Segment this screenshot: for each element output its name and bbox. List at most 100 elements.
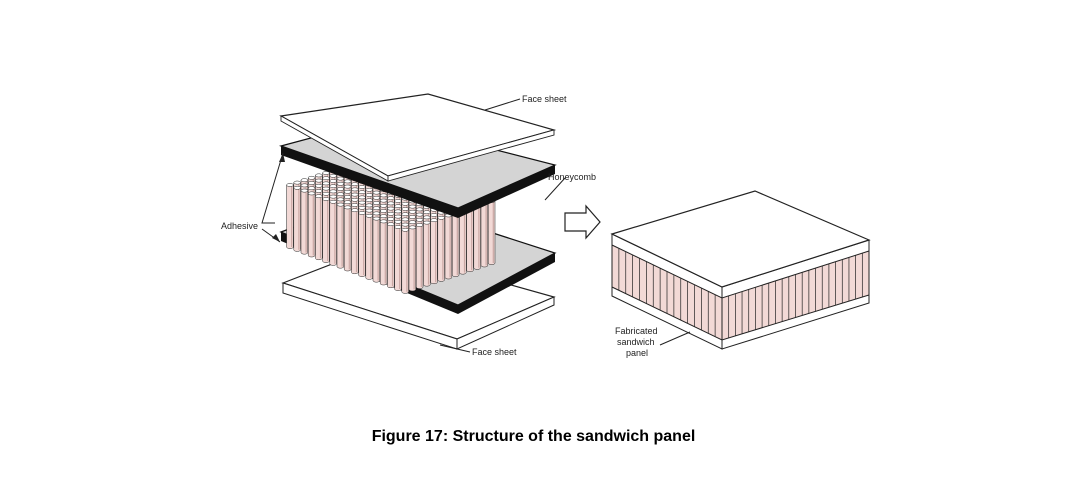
honeycomb-cell-top xyxy=(394,209,402,214)
honeycomb-cell-top xyxy=(365,187,373,192)
honeycomb-cell-top xyxy=(401,227,409,232)
honeycomb-cell-top xyxy=(423,220,431,225)
honeycomb-cell-top xyxy=(351,182,359,187)
fabricated-panel xyxy=(610,190,871,350)
honeycomb-cell-top xyxy=(351,208,359,213)
label-adhesive: Adhesive xyxy=(221,221,258,231)
honeycomb-cell-top xyxy=(401,217,409,222)
honeycomb-cell-top xyxy=(415,207,424,212)
honeycomb-cell-top xyxy=(372,195,381,200)
honeycomb-cell-top xyxy=(343,205,352,210)
label-fabricated-line2: sandwich xyxy=(617,337,655,347)
honeycomb-cell-top xyxy=(293,185,301,190)
honeycomb-cell xyxy=(466,207,474,273)
honeycomb-cell-top xyxy=(437,215,445,220)
honeycomb-cell-top xyxy=(322,181,330,186)
honeycomb-cell-top xyxy=(394,204,402,209)
honeycomb-cell-top xyxy=(343,179,352,184)
honeycomb-cell-top xyxy=(307,191,316,196)
honeycomb-cell-top xyxy=(315,189,323,193)
honeycomb-cell-top xyxy=(351,187,359,192)
honeycomb-cell-top xyxy=(329,173,337,178)
label-face-sheet-top: Face sheet xyxy=(522,94,567,104)
honeycomb-cell-top xyxy=(379,203,388,208)
honeycomb-cell-top xyxy=(387,211,395,216)
honeycomb-cell-top xyxy=(365,193,373,197)
honeycomb-cell-top xyxy=(379,214,388,219)
honeycomb-cell-top xyxy=(372,190,381,195)
honeycomb-cell-top xyxy=(300,183,309,188)
honeycomb-cell-top xyxy=(343,195,352,199)
honeycomb-cell-top xyxy=(394,225,402,229)
honeycomb-cell-top xyxy=(351,197,359,202)
honeycomb-cell xyxy=(286,184,294,249)
honeycomb-cell-top xyxy=(372,206,381,211)
honeycomb-cell xyxy=(379,221,388,286)
honeycomb-cell-top xyxy=(343,184,352,189)
honeycomb-cell-top xyxy=(322,191,330,196)
honeycomb-cell-top xyxy=(336,202,345,207)
honeycomb-cell-top xyxy=(351,203,359,207)
honeycomb-cell xyxy=(473,205,481,270)
honeycomb-cell xyxy=(394,226,402,291)
honeycomb-cell xyxy=(444,215,453,280)
honeycomb-cell xyxy=(322,198,330,263)
honeycomb-cell-top xyxy=(408,209,417,214)
figure-caption: Figure 17: Structure of the sandwich pan… xyxy=(371,428,696,445)
honeycomb-cell xyxy=(336,204,345,269)
honeycomb-cell-top xyxy=(379,219,388,224)
honeycomb-cell-top xyxy=(430,218,438,223)
honeycomb-cell xyxy=(423,222,431,287)
honeycomb-cell-top xyxy=(394,199,402,203)
honeycomb-cell-top xyxy=(408,225,417,230)
honeycomb-cell-top xyxy=(365,208,373,213)
honeycomb-cell xyxy=(408,227,417,292)
honeycomb-cell-top xyxy=(423,215,431,220)
honeycomb-cell-top xyxy=(408,220,417,225)
honeycomb-cell xyxy=(415,224,424,289)
honeycomb-cell-top xyxy=(387,201,395,206)
honeycomb-cell xyxy=(387,223,395,289)
honeycomb-cell xyxy=(451,212,460,277)
honeycomb-cell-top xyxy=(365,203,373,208)
honeycomb-cell-top xyxy=(379,193,388,198)
honeycomb-cell-top xyxy=(300,188,309,193)
honeycomb-cell-top xyxy=(307,175,316,180)
honeycomb-cell xyxy=(430,219,438,285)
honeycomb-cell xyxy=(300,190,309,255)
honeycomb-cell-top xyxy=(372,201,381,205)
honeycomb-cell-top xyxy=(315,178,323,183)
honeycomb-cell xyxy=(459,210,467,275)
leader-honeycomb xyxy=(544,177,566,201)
honeycomb-cell-top xyxy=(307,181,316,185)
arrow-icon xyxy=(564,204,601,240)
honeycomb-cell xyxy=(487,200,496,265)
honeycomb-cell-top xyxy=(329,189,337,194)
honeycomb-cell-top xyxy=(408,215,417,219)
honeycomb-cell-top xyxy=(343,189,352,194)
honeycomb-cell-top xyxy=(336,181,345,186)
honeycomb-cell xyxy=(401,229,409,294)
honeycomb-cell-top xyxy=(358,211,366,215)
leader-adhesive-top xyxy=(261,152,284,224)
honeycomb-cell-top xyxy=(322,176,330,181)
honeycomb-cell-top xyxy=(343,200,352,205)
honeycomb-cell-top xyxy=(315,183,323,188)
honeycomb-cell xyxy=(437,217,445,282)
honeycomb-cell-top xyxy=(336,176,345,181)
honeycomb-cell-top xyxy=(401,207,409,211)
panel-core-cells xyxy=(618,248,863,338)
honeycomb-cell xyxy=(343,207,352,272)
honeycomb-cell-top xyxy=(358,200,366,205)
label-fabricated-line3: panel xyxy=(626,348,648,358)
top-face-sheet xyxy=(279,93,557,182)
honeycomb-cell-top xyxy=(322,171,330,175)
honeycomb-cell-top xyxy=(315,173,323,178)
honeycomb-cell-top xyxy=(365,213,373,218)
honeycomb-cell-top xyxy=(336,197,345,202)
honeycomb-cell-top xyxy=(322,186,330,191)
honeycomb-cell-top xyxy=(408,204,417,209)
honeycomb-cell-top xyxy=(387,217,395,221)
honeycomb-cell-top xyxy=(401,201,409,206)
